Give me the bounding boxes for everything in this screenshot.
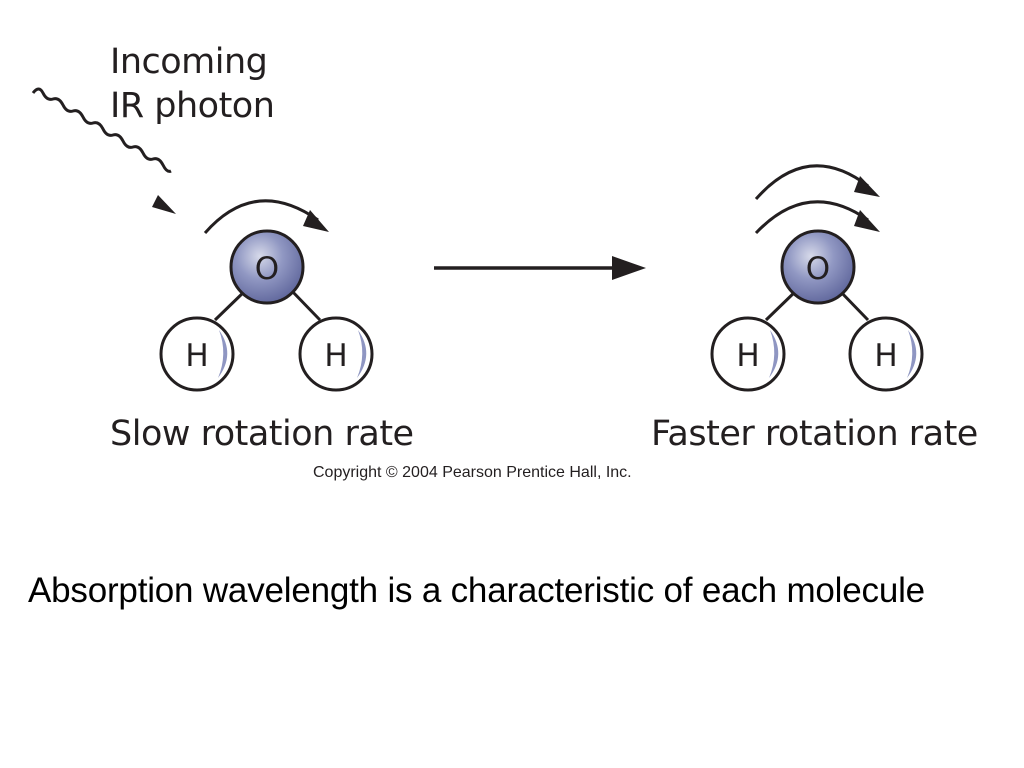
hydrogen-label: H — [874, 338, 897, 374]
oxygen-label: O — [806, 251, 830, 287]
fast-rotation-arrow-inner — [754, 200, 869, 235]
hydrogen-atom-left — [710, 316, 786, 392]
hydrogen-atom-right — [848, 316, 924, 392]
fast-water-molecule: O H H — [710, 164, 924, 392]
ir-absorption-diagram: O H H O H H — [31, 40, 978, 481]
incoming-photon-label-line2: IR photon — [110, 86, 275, 126]
ir-photon-arrowhead — [152, 195, 176, 214]
hydrogen-label: H — [185, 338, 208, 374]
hydrogen-atom-right — [298, 316, 374, 392]
slow-rotation-arrow — [203, 199, 319, 234]
copyright-notice: Copyright © 2004 Pearson Prentice Hall, … — [313, 464, 632, 481]
incoming-photon-label: Incoming IR photon — [110, 40, 275, 128]
slide-caption: Absorption wavelength is a characteristi… — [28, 571, 925, 610]
ir-photon-wave — [31, 87, 172, 173]
oxygen-label: O — [255, 251, 279, 287]
fast-rotation-arrow-outer — [754, 164, 869, 200]
oxygen-atom — [229, 229, 305, 305]
slow-water-molecule: O H H — [159, 199, 374, 392]
hydrogen-label: H — [736, 338, 759, 374]
hydrogen-label: H — [324, 338, 347, 374]
incoming-photon-label-line1: Incoming — [110, 42, 268, 82]
hydrogen-atom-left — [159, 316, 235, 392]
faster-rotation-label: Faster rotation rate — [651, 414, 978, 454]
oxygen-atom — [780, 229, 856, 305]
diagram-graphics: O H H O H H — [31, 87, 924, 392]
slow-rotation-label: Slow rotation rate — [110, 414, 414, 454]
